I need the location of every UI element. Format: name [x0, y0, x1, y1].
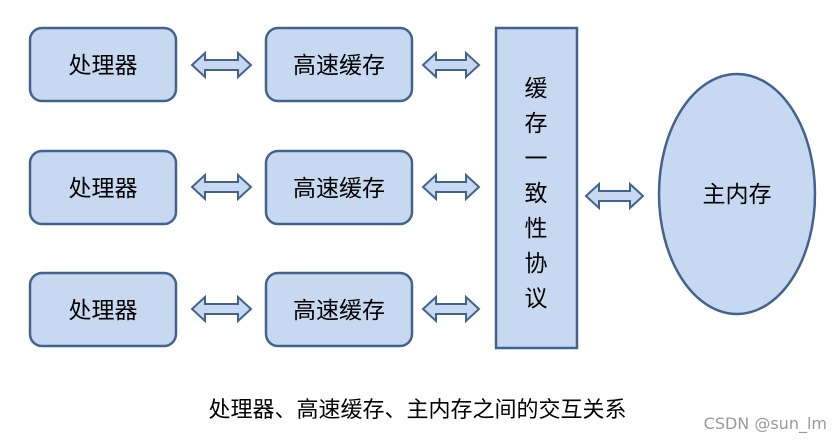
protocol-char: 协 [525, 251, 548, 277]
cache-label: 高速缓存 [293, 176, 385, 202]
arrow-double-icon [190, 50, 253, 80]
arrow-double-icon [190, 172, 253, 202]
protocol-char: 存 [525, 111, 548, 137]
protocol-char: 性 [525, 216, 548, 242]
watermark: CSDN @sun_lm [703, 414, 827, 433]
protocol-char: 一 [525, 146, 548, 172]
main-memory-ellipse: 主内存 [657, 72, 817, 316]
cache-box: 高速缓存 [264, 149, 414, 226]
arrow-double-icon [584, 181, 645, 211]
cache-label: 高速缓存 [293, 298, 385, 324]
processor-box: 处理器 [28, 149, 178, 226]
arrow-double-icon [421, 50, 481, 80]
protocol-char: 致 [525, 181, 548, 207]
processor-label: 处理器 [69, 298, 138, 324]
protocol-char: 议 [525, 286, 548, 312]
cache-box: 高速缓存 [264, 26, 414, 103]
main-memory-label: 主内存 [703, 182, 772, 208]
protocol-box: 缓 存 一 致 性 协 议 [494, 26, 579, 350]
cache-label: 高速缓存 [293, 53, 385, 79]
processor-box: 处理器 [28, 271, 178, 348]
cache-box: 高速缓存 [264, 271, 414, 348]
diagram-caption: 处理器、高速缓存、主内存之间的交互关系 [208, 398, 627, 423]
processor-box: 处理器 [28, 26, 178, 103]
arrow-double-icon [421, 294, 481, 324]
arrow-double-icon [421, 172, 481, 202]
arrow-double-icon [190, 294, 253, 324]
protocol-char: 缓 [525, 76, 548, 102]
processor-label: 处理器 [69, 176, 138, 202]
processor-label: 处理器 [69, 53, 138, 79]
